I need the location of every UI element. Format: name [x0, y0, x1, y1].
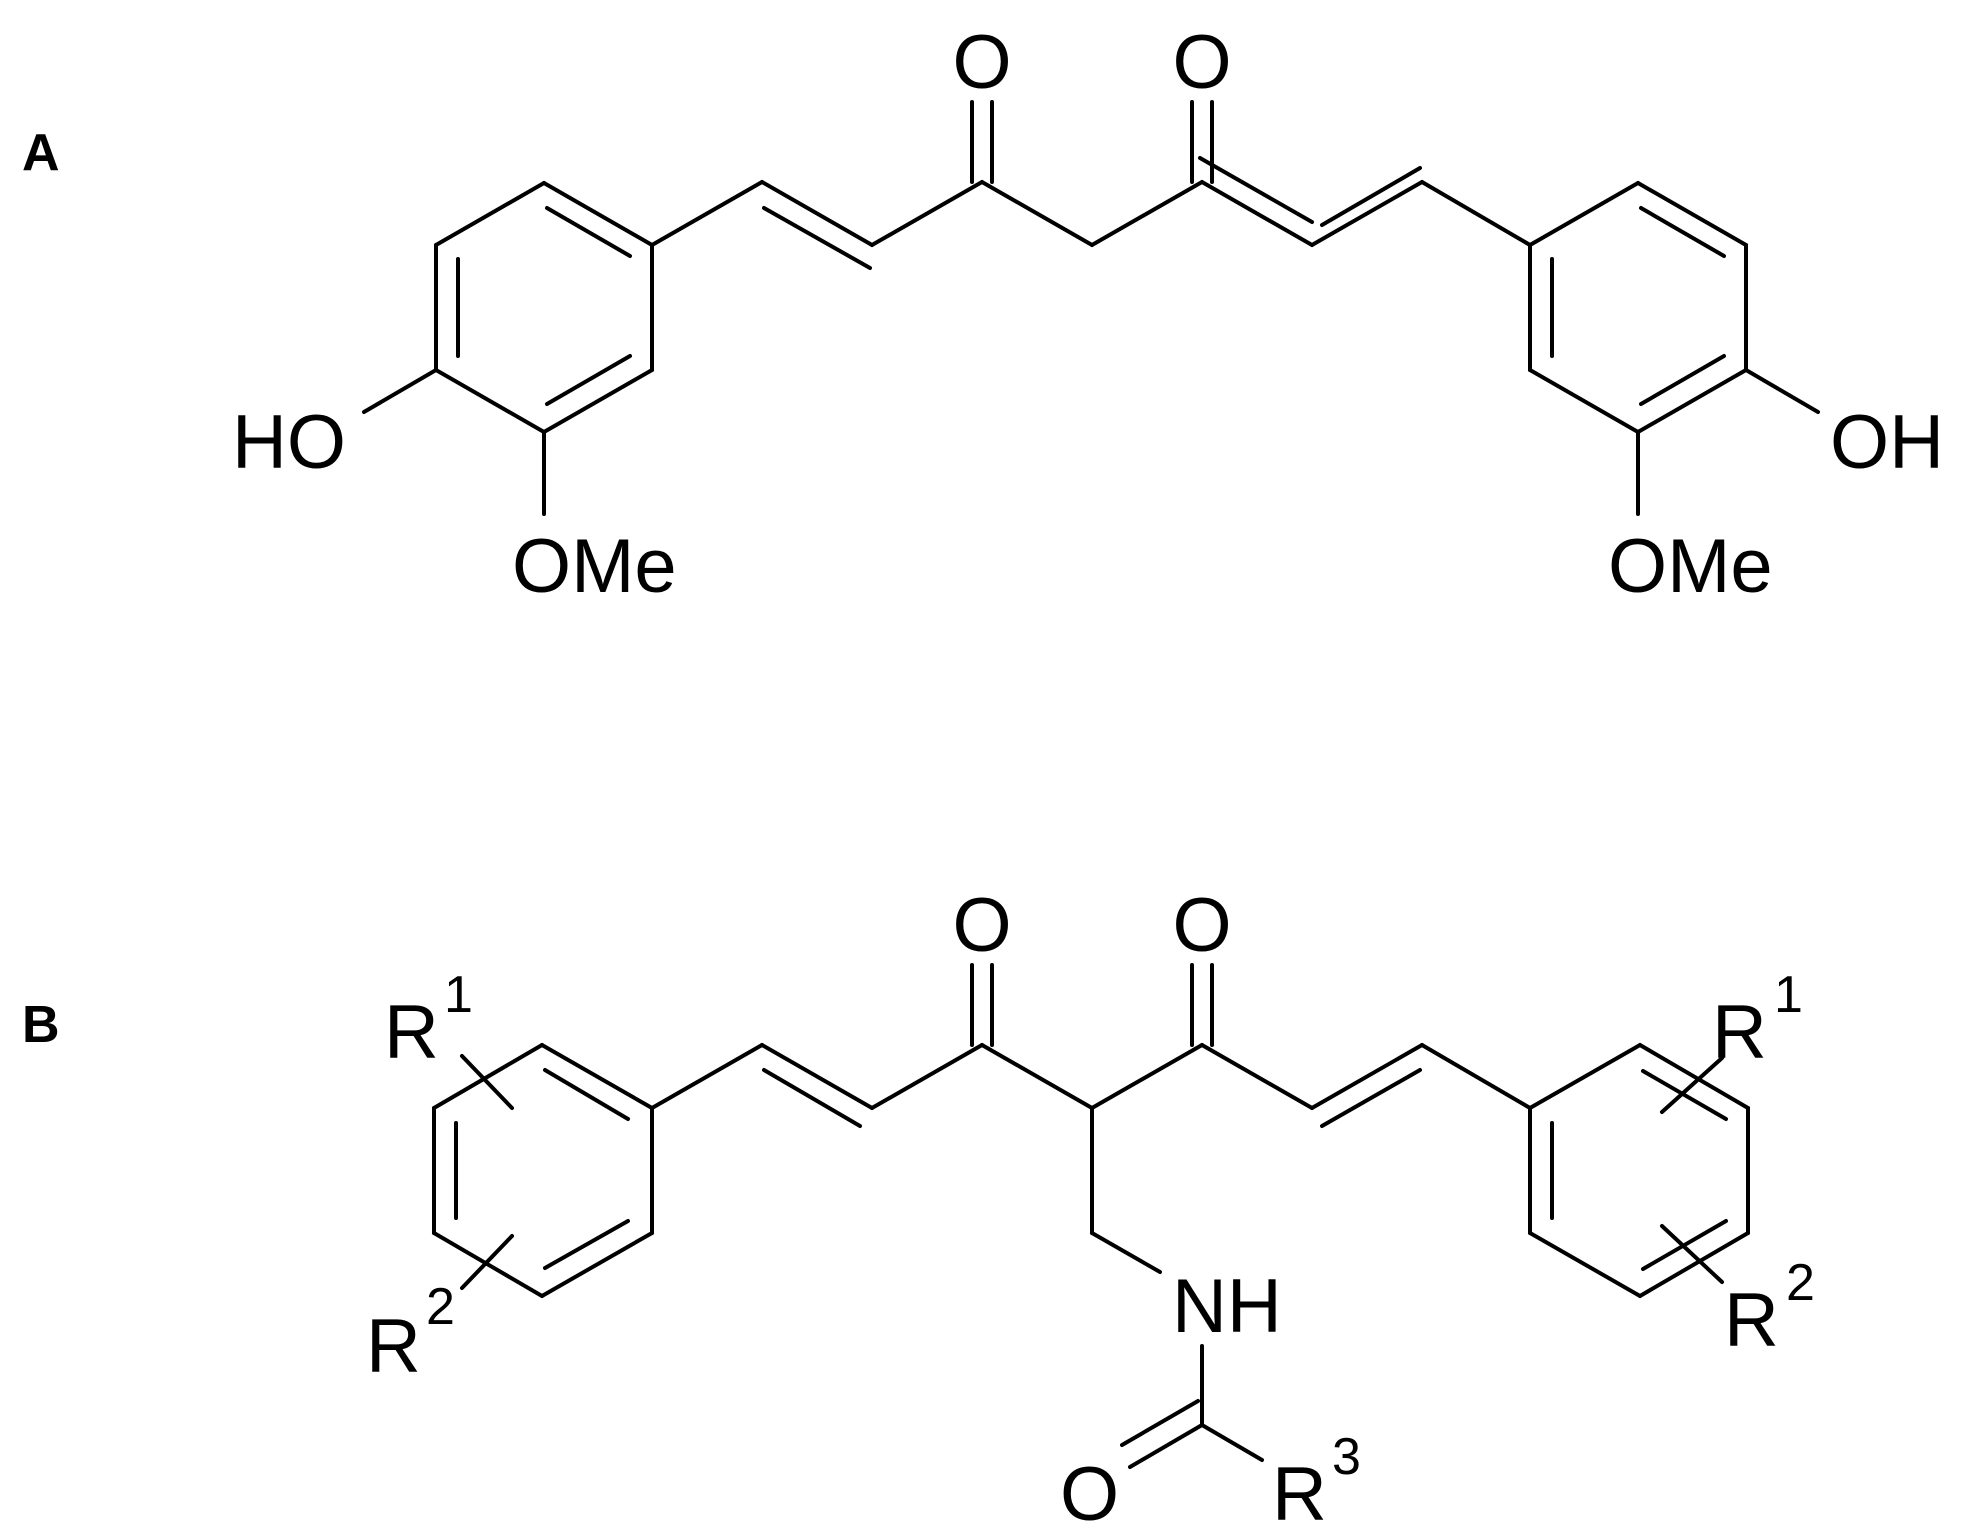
panel-b-chain: [650, 963, 1532, 1469]
panel-a-atom-oh: OH: [1830, 400, 1944, 485]
panel-b-r1-left: R: [384, 990, 439, 1075]
panel-b-r1-right: R: [1712, 990, 1767, 1075]
panel-a-bond-oh-right: [1744, 368, 1820, 414]
panel-a-right-ring: [1528, 181, 1748, 434]
panel-a-atom-o-right: O: [1172, 20, 1231, 105]
panel-b-left-ring: [432, 1043, 654, 1298]
panel-b-atom-o-right: O: [1172, 883, 1231, 968]
panel-b-right-ring: [1528, 1043, 1750, 1298]
panel-b-atom-o-amide: O: [1060, 1452, 1119, 1537]
panel-a-label: A: [22, 124, 60, 182]
panel-a: A: [22, 20, 1944, 609]
panel-b-r2-right: R: [1724, 1278, 1779, 1363]
panel-a-atom-ome-right: OMe: [1608, 524, 1773, 609]
panel-a-bond-ho-left: [362, 368, 438, 414]
panel-b-r2-left-sup: 2: [426, 1278, 455, 1336]
panel-b-r1-right-sup: 1: [1774, 966, 1803, 1024]
panel-b-r2-left: R: [366, 1304, 421, 1389]
panel-b-r1-left-sup: 1: [444, 966, 473, 1024]
panel-b-r3: R: [1272, 1452, 1327, 1537]
panel-b-r2-right-sup: 2: [1786, 1254, 1815, 1312]
panel-b: B: [22, 883, 1815, 1537]
panel-b-label: B: [22, 996, 60, 1054]
panel-a-left-ring: [434, 181, 654, 434]
panel-a-atom-o-left: O: [952, 20, 1011, 105]
panel-a-atom-ome-left: OMe: [512, 524, 677, 609]
panel-a-atom-ho: HO: [232, 400, 346, 485]
panel-a-chain: [650, 100, 1532, 270]
panel-b-r3-sup: 3: [1332, 1428, 1361, 1486]
panel-b-atom-o-left: O: [952, 883, 1011, 968]
panel-b-atom-nh: NH: [1172, 1264, 1282, 1349]
